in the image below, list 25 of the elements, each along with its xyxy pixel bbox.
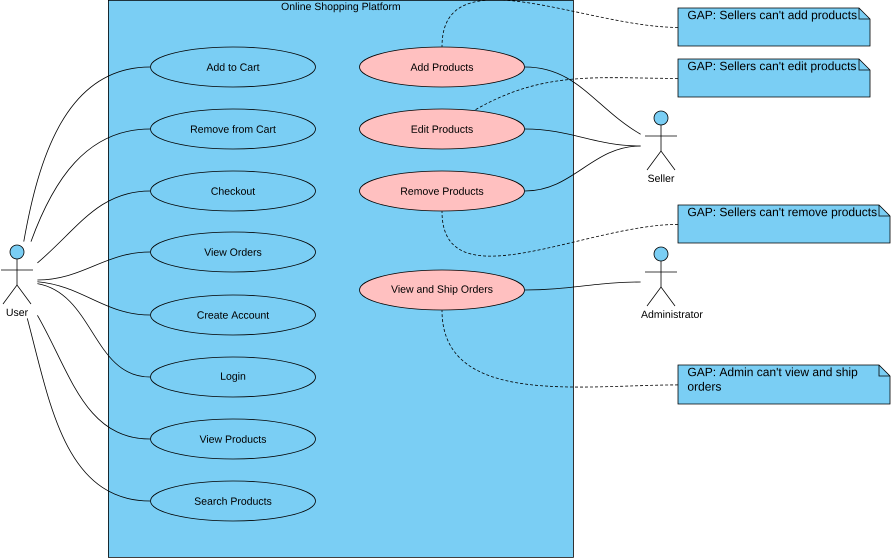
note-connector: [442, 310, 678, 388]
actor-figure: Administrator: [641, 246, 703, 318]
note-box: GAP: Sellers can't remove products: [678, 204, 890, 244]
association-line: [524, 66, 641, 135]
note-box: GAP: Sellers can't add products: [678, 8, 870, 46]
node-label: User: [6, 308, 28, 316]
actor-figure: Seller: [644, 110, 678, 182]
node-label: Seller: [648, 174, 674, 182]
note-connector: [442, 211, 678, 256]
note-connector: [442, 0, 678, 47]
association-line: [37, 190, 151, 264]
association-line: [23, 66, 151, 242]
association-line: [524, 282, 641, 290]
note-box: GAP: Admin can't view and ship orders: [678, 364, 890, 404]
node-label: Administrator: [641, 310, 703, 318]
note-box: GAP: Sellers can't edit products: [678, 58, 870, 98]
association-line: [37, 314, 151, 440]
association-line: [26, 318, 151, 502]
association-line: [37, 281, 151, 316]
note-connector: [474, 77, 678, 111]
association-line: [37, 252, 151, 280]
association-line: [30, 128, 151, 242]
actor-figure: User: [0, 244, 34, 316]
association-line: [37, 283, 151, 378]
association-line: [524, 146, 641, 192]
